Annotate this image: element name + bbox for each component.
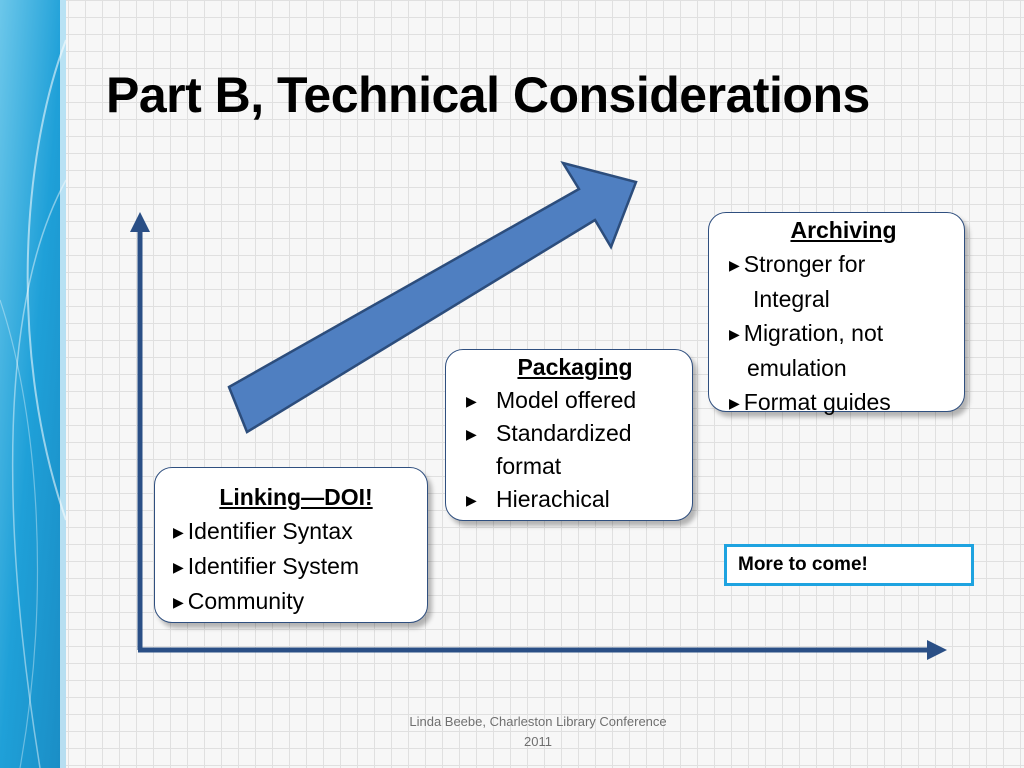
list-item: ▶Hierachical xyxy=(466,483,684,516)
more-to-come-callout: More to come! xyxy=(724,544,974,586)
y-axis-arrowhead xyxy=(130,212,150,232)
bullet-triangle-icon: ▶ xyxy=(173,594,184,610)
bullet-triangle-icon: ▶ xyxy=(729,326,740,342)
footer: Linda Beebe, Charleston Library Conferen… xyxy=(380,712,696,752)
x-axis-arrowhead xyxy=(927,640,947,660)
linking-list: ▶Identifier Syntax ▶Identifier System ▶C… xyxy=(173,514,419,619)
footer-line-2: 2011 xyxy=(524,734,552,749)
linking-box-title: Linking—DOI! xyxy=(219,484,373,510)
footer-line-1: Linda Beebe, Charleston Library Conferen… xyxy=(409,714,667,729)
archiving-box-title: Archiving xyxy=(790,217,897,243)
list-item: ▶Community xyxy=(173,584,419,619)
list-item: ▶Model offered xyxy=(466,384,684,417)
bullet-triangle-icon: ▶ xyxy=(173,524,184,540)
linking-doi-box: Linking—DOI! ▶Identifier Syntax ▶Identif… xyxy=(154,467,428,623)
slide-title: Part B, Technical Considerations xyxy=(106,67,870,123)
growth-arrow xyxy=(227,161,638,434)
bullet-triangle-icon: ▶ xyxy=(173,559,184,575)
bullet-triangle-icon: ▶ xyxy=(729,257,740,273)
side-decoration-band xyxy=(0,0,66,768)
list-item: ▶Format guides xyxy=(729,385,958,420)
packaging-box-title: Packaging xyxy=(517,354,633,380)
list-item: ▶Identifier System xyxy=(173,549,419,584)
bullet-triangle-icon: ▶ xyxy=(466,426,477,442)
bullet-triangle-icon: ▶ xyxy=(466,393,477,409)
bullet-triangle-icon: ▶ xyxy=(466,492,477,508)
list-item: ▶Identifier Syntax xyxy=(173,514,419,549)
bullet-triangle-icon: ▶ xyxy=(729,395,740,411)
